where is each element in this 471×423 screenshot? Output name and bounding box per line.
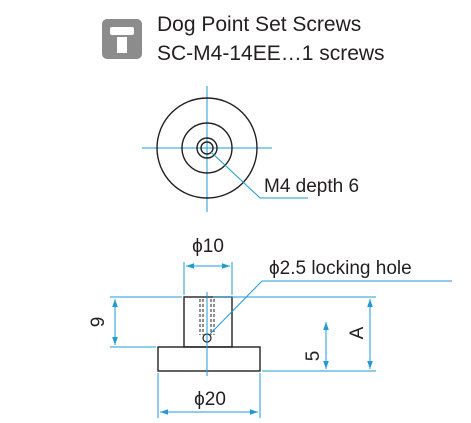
thread-outer-circle (196, 137, 218, 159)
head-outline-circle (181, 122, 233, 174)
base-height-label: 5 (303, 351, 324, 362)
page-title: Dog Point Set Screws (157, 13, 362, 36)
top-view-centerlines (142, 86, 272, 212)
base-outline (157, 346, 261, 372)
head-outline (183, 296, 233, 348)
thread-inner-circle (200, 141, 214, 155)
base-and-total-height-dimensions (213, 296, 376, 372)
side-view: ϕ10 ϕ2.5 locking hole ϕ20 9 5 A (88, 236, 452, 418)
head-height-dimension (110, 296, 182, 348)
locking-hole-leader-line (209, 280, 452, 335)
head-height-label: 9 (88, 317, 109, 328)
head-diameter-label: ϕ10 (192, 236, 224, 257)
total-height-label: A (347, 326, 368, 339)
hidden-thread-lines (199, 299, 215, 335)
base-outline-circle (156, 97, 258, 199)
base-diameter-label: ϕ20 (194, 389, 226, 410)
part-number-subtitle: SC-M4-14EE…1 screws (157, 42, 385, 65)
top-view: M4 depth 6 (142, 86, 359, 212)
hex-socket-screw-icon (102, 19, 142, 59)
base-diameter-dimension (157, 373, 261, 418)
thread-label: M4 depth 6 (264, 176, 359, 197)
head-diameter-dimension (183, 262, 233, 295)
locking-hole-label: ϕ2.5 locking hole (269, 258, 412, 279)
thread-leader-line (210, 151, 308, 199)
